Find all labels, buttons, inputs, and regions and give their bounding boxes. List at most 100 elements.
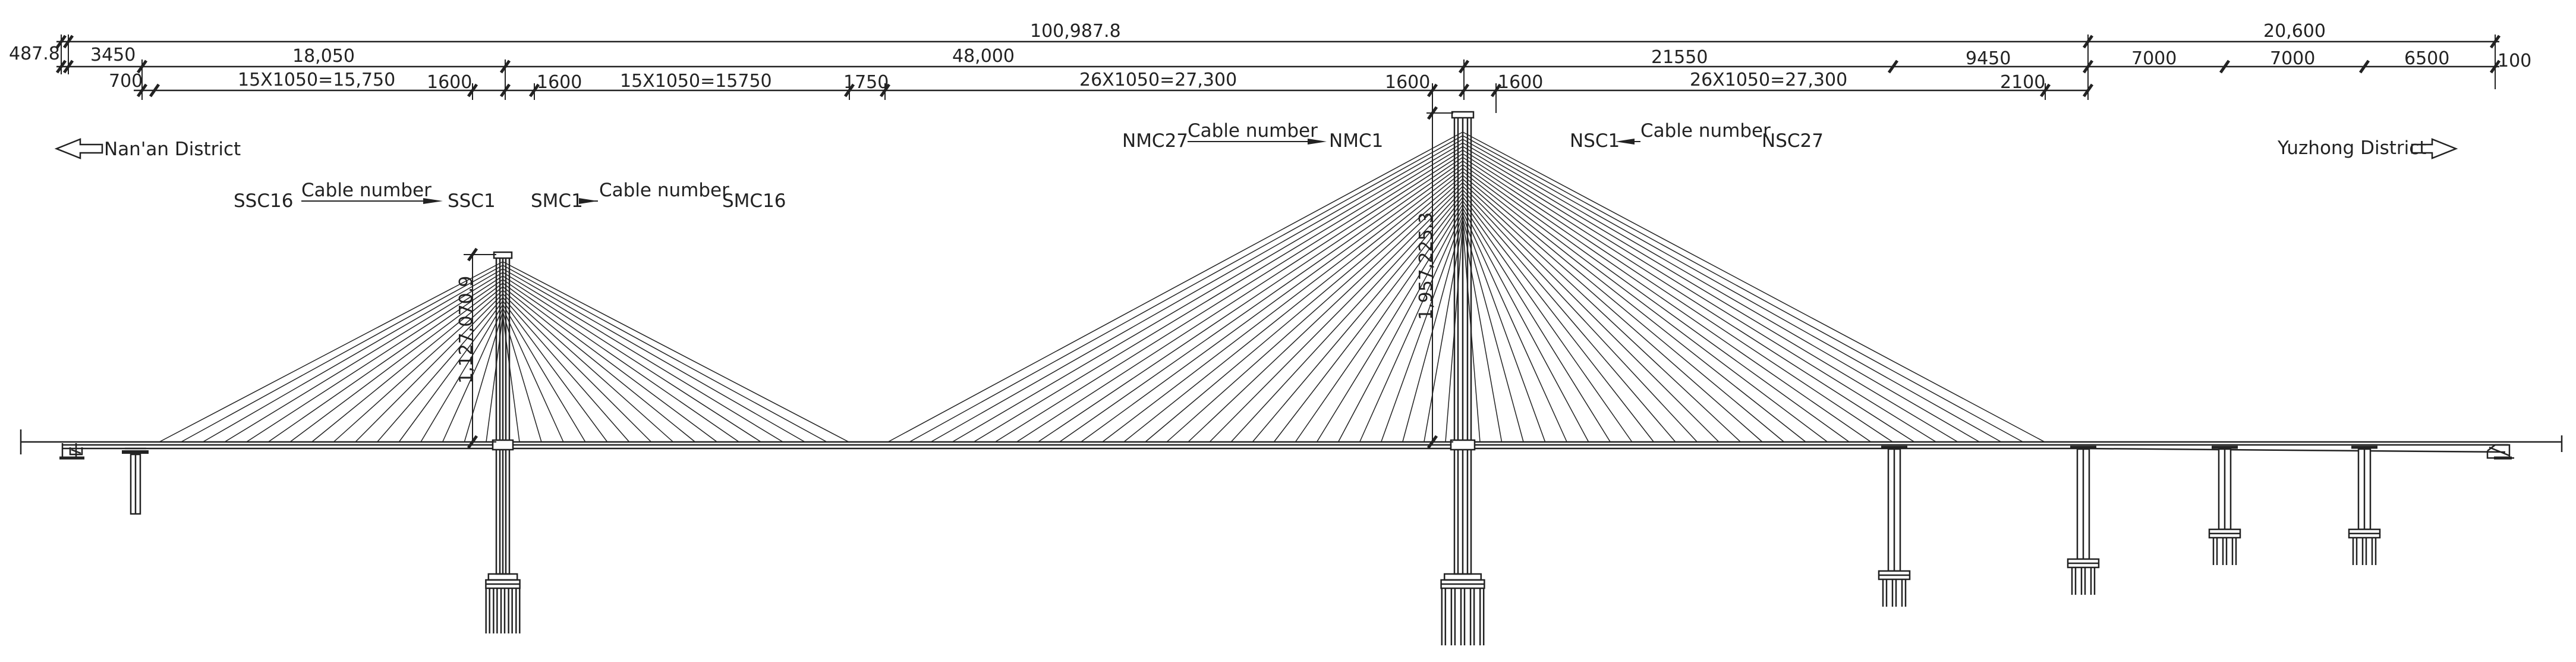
dim-label: 15X1050=15,750 bbox=[238, 70, 395, 90]
dim-label: 100,987.8 bbox=[1030, 21, 1121, 42]
stay-cable-nsc bbox=[1462, 178, 1763, 443]
stay-cable-ssc bbox=[464, 311, 503, 443]
cable-group-ssc: SSC16 Cable number SSC1 bbox=[234, 180, 496, 212]
stay-cable-nmc bbox=[1145, 175, 1463, 443]
stay-cable-nmc bbox=[1059, 160, 1463, 443]
stay-cable-nsc bbox=[1462, 146, 1958, 443]
stay-cable-nsc bbox=[1462, 139, 2002, 443]
stay-cable-smc bbox=[502, 290, 674, 443]
stay-cable-nmc bbox=[1337, 208, 1463, 443]
stay-cable-nmc bbox=[887, 131, 1463, 443]
dim-label: 26X1050=27,300 bbox=[1690, 70, 1847, 90]
dimension-chain: 487.8 100,987.8 20,600 3450 18,050 48,00… bbox=[9, 21, 2531, 113]
bridge-deck bbox=[20, 429, 2563, 454]
dim-label: 1600 bbox=[427, 72, 472, 93]
dimension-labels-row-2: 3450 18,050 48,000 21550 9450 7000 7000 … bbox=[90, 45, 2531, 71]
stay-cable-nmc bbox=[1209, 186, 1463, 443]
stay-cable-smc bbox=[502, 293, 652, 443]
stay-cable-nsc bbox=[1462, 131, 2045, 443]
cable-end-label: NSC27 bbox=[1762, 130, 1824, 152]
cable-caption: Cable number bbox=[1188, 120, 1318, 142]
stay-cable-nsc bbox=[1462, 211, 1567, 443]
stay-cable-smc bbox=[502, 300, 608, 443]
stay-cable-smc bbox=[502, 268, 805, 443]
stay-cable-nmc bbox=[1123, 171, 1463, 443]
stay-cable-nsc bbox=[1462, 200, 1633, 443]
dim-label: 7000 bbox=[2270, 48, 2315, 69]
stay-cable-nmc bbox=[1166, 178, 1463, 443]
dim-label: 1600 bbox=[537, 72, 582, 93]
stay-cable-ssc bbox=[246, 275, 503, 443]
dim-label: 1750 bbox=[843, 72, 889, 93]
cable-end-label: SMC16 bbox=[722, 190, 786, 212]
dim-label: 2100 bbox=[2000, 72, 2045, 93]
stay-cable-ssc bbox=[420, 304, 503, 443]
stay-cable-nsc bbox=[1462, 215, 1546, 443]
stay-cable-smc bbox=[502, 283, 717, 443]
stay-cable-nsc bbox=[1462, 164, 1850, 443]
stay-cable-ssc bbox=[398, 300, 503, 443]
dim-label: 15X1050=15750 bbox=[620, 71, 772, 92]
stay-cable-nmc bbox=[994, 149, 1463, 443]
stay-cable-smc bbox=[502, 311, 542, 443]
stay-cable-smc bbox=[502, 308, 564, 443]
stay-cable-ssc bbox=[355, 293, 503, 443]
right-abutment bbox=[2486, 444, 2514, 460]
south-pylon bbox=[485, 251, 521, 633]
stay-cable-nmc bbox=[1424, 222, 1463, 443]
stay-cable-nmc bbox=[1381, 215, 1463, 443]
stay-cable-nmc bbox=[1038, 156, 1463, 443]
dimension-labels-row-1: 487.8 100,987.8 20,600 bbox=[9, 21, 2326, 64]
left-arrow-icon bbox=[54, 138, 103, 159]
stay-cable-nsc bbox=[1462, 196, 1654, 443]
dim-label: 1600 bbox=[1498, 72, 1543, 93]
approach-pier-4 bbox=[2348, 445, 2381, 565]
stay-cable-nmc bbox=[909, 135, 1463, 443]
dim-label: 48,000 bbox=[952, 46, 1015, 67]
cable-start-label: NMC27 bbox=[1122, 130, 1188, 152]
cable-group-smc: SMC1 Cable number SMC16 bbox=[531, 180, 786, 212]
dim-label: 3450 bbox=[90, 45, 136, 65]
dim-label: 9450 bbox=[1966, 48, 2011, 69]
stay-cable-nsc bbox=[1462, 182, 1741, 443]
dimension-extension-lines bbox=[61, 34, 2496, 113]
cable-labels: SSC16 Cable number SSC1 SMC1 Cable numbe… bbox=[234, 120, 1824, 212]
stay-cable-smc bbox=[502, 261, 849, 443]
south-approach-pier bbox=[122, 447, 149, 515]
direction-labels: Nan'an District Yuzhong District bbox=[54, 137, 2458, 160]
dim-label: 6500 bbox=[2404, 48, 2449, 69]
left-abutment bbox=[59, 443, 84, 460]
direction-right-label: Yuzhong District bbox=[2277, 137, 2426, 159]
stay-cable-nsc bbox=[1462, 218, 1524, 443]
dim-label: 21550 bbox=[1651, 47, 1708, 68]
stay-cable-smc bbox=[502, 275, 761, 443]
stay-cable-ssc bbox=[377, 297, 503, 443]
stay-cable-nmc bbox=[1230, 189, 1463, 443]
dim-label: 700 bbox=[109, 71, 143, 92]
stay-cable-nsc bbox=[1462, 156, 1893, 443]
bridge-structure: 1,127,070.9 1,957,225.3 bbox=[20, 106, 2563, 645]
cable-group-nsc: NSC1 Cable number NSC27 bbox=[1570, 120, 1824, 152]
stay-cable-nmc bbox=[1081, 164, 1463, 443]
stay-cable-nsc bbox=[1462, 149, 1936, 443]
dimension-labels-row-3: 700 15X1050=15,750 1600 1600 15X1050=157… bbox=[109, 70, 2045, 93]
cable-direction-arrow bbox=[1308, 139, 1327, 145]
cable-start-label: SSC16 bbox=[234, 190, 293, 212]
stay-cable-nmc bbox=[1102, 168, 1463, 443]
right-arrow-icon bbox=[2411, 138, 2458, 159]
stay-cable-ssc bbox=[333, 290, 503, 443]
north-tower-height-label: 1,957,225.3 bbox=[1416, 212, 1437, 320]
dim-label: 7000 bbox=[2131, 48, 2177, 69]
stay-cable-nsc bbox=[1462, 171, 1806, 443]
stay-cable-nmc bbox=[1445, 225, 1463, 443]
stay-cable-nmc bbox=[1273, 196, 1463, 443]
dim-label: 20,600 bbox=[2263, 21, 2326, 42]
stay-cable-nsc bbox=[1462, 204, 1611, 443]
stay-cable-nmc bbox=[952, 142, 1463, 443]
cable-direction-arrow bbox=[1615, 139, 1635, 145]
cable-end-label: SSC1 bbox=[448, 190, 496, 212]
cable-direction-arrow bbox=[423, 198, 443, 204]
dim-label: 487.8 bbox=[9, 43, 60, 64]
stay-cable-nsc bbox=[1462, 168, 1828, 443]
stay-cable-nmc bbox=[1016, 153, 1463, 443]
